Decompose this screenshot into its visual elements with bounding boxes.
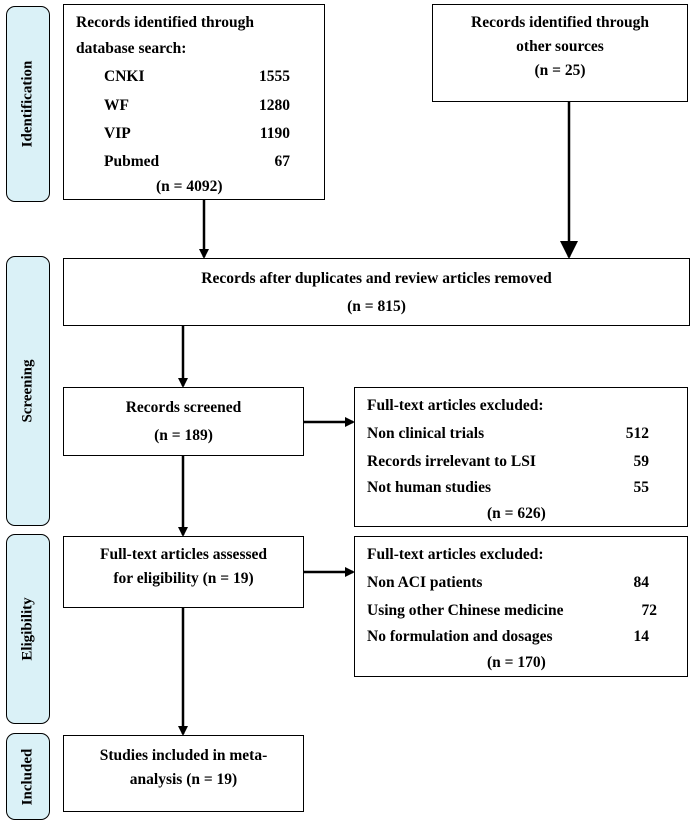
exclusion-reason: Not human studies (367, 479, 492, 496)
included-box: Studies included in meta- analysis (n = … (63, 735, 304, 812)
exclusion-reason: Non ACI patients (367, 574, 483, 591)
excluded-2-total: (n = 170) (487, 654, 546, 671)
source-name: WF (104, 97, 129, 114)
dedup-box: Records after duplicates and review arti… (63, 258, 690, 326)
eligibility-box: Full-text articles assessed for eligibil… (63, 536, 304, 608)
records-screened-line-1: Records screened (125, 399, 242, 416)
database-search-title-2: database search: (76, 40, 187, 57)
excluded-1-title: Full-text articles excluded: (367, 397, 544, 414)
other-sources-line-1: Records identified through (471, 14, 649, 31)
source-name: CNKI (104, 68, 145, 85)
excluded-1-total: (n = 626) (487, 505, 546, 522)
source-count: 1190 (259, 125, 290, 142)
stage-eligibility: Eligibility (6, 534, 50, 724)
dedup-line-1: Records after duplicates and review arti… (201, 270, 552, 287)
excluded-2-title: Full-text articles excluded: (367, 546, 544, 563)
included-line-2: analysis (n = 19) (129, 771, 238, 788)
database-search-title-1: Records identified through (76, 14, 254, 31)
other-sources-box: Records identified through other sources… (432, 4, 688, 102)
source-count: 1280 (259, 97, 290, 114)
eligibility-line-2: for eligibility (n = 19) (113, 570, 254, 587)
source-count: 67 (274, 153, 291, 170)
excluded-box-1: Full-text articles excluded: Non clinica… (354, 387, 688, 527)
exclusion-count: 84 (633, 574, 650, 591)
database-search-total: (n = 4092) (156, 178, 223, 195)
exclusion-count: 14 (633, 628, 650, 645)
eligibility-line-1: Full-text articles assessed (99, 546, 268, 563)
exclusion-reason: Using other Chinese medicine (367, 602, 564, 619)
exclusion-count: 55 (633, 479, 650, 496)
included-line-1: Studies included in meta- (99, 747, 268, 764)
other-sources-line-2: other sources (516, 38, 604, 55)
stage-identification: Identification (6, 6, 50, 202)
exclusion-reason: Non clinical trials (367, 425, 485, 442)
dedup-total: (n = 815) (347, 298, 406, 315)
stage-included: Included (6, 733, 50, 820)
exclusion-count: 72 (641, 602, 658, 619)
excluded-box-2: Full-text articles excluded: Non ACI pat… (354, 536, 688, 677)
stage-screening: Screening (6, 256, 50, 526)
other-sources-total: (n = 25) (534, 62, 586, 79)
source-name: Pubmed (104, 153, 160, 170)
exclusion-reason: Records irrelevant to LSI (367, 453, 536, 470)
records-screened-total: (n = 189) (154, 427, 213, 444)
exclusion-reason: No formulation and dosages (367, 628, 553, 645)
source-name: VIP (104, 125, 131, 142)
exclusion-count: 59 (633, 453, 650, 470)
source-count: 1555 (259, 68, 290, 85)
exclusion-count: 512 (625, 425, 649, 442)
database-search-box: Records identified through database sear… (63, 4, 325, 200)
